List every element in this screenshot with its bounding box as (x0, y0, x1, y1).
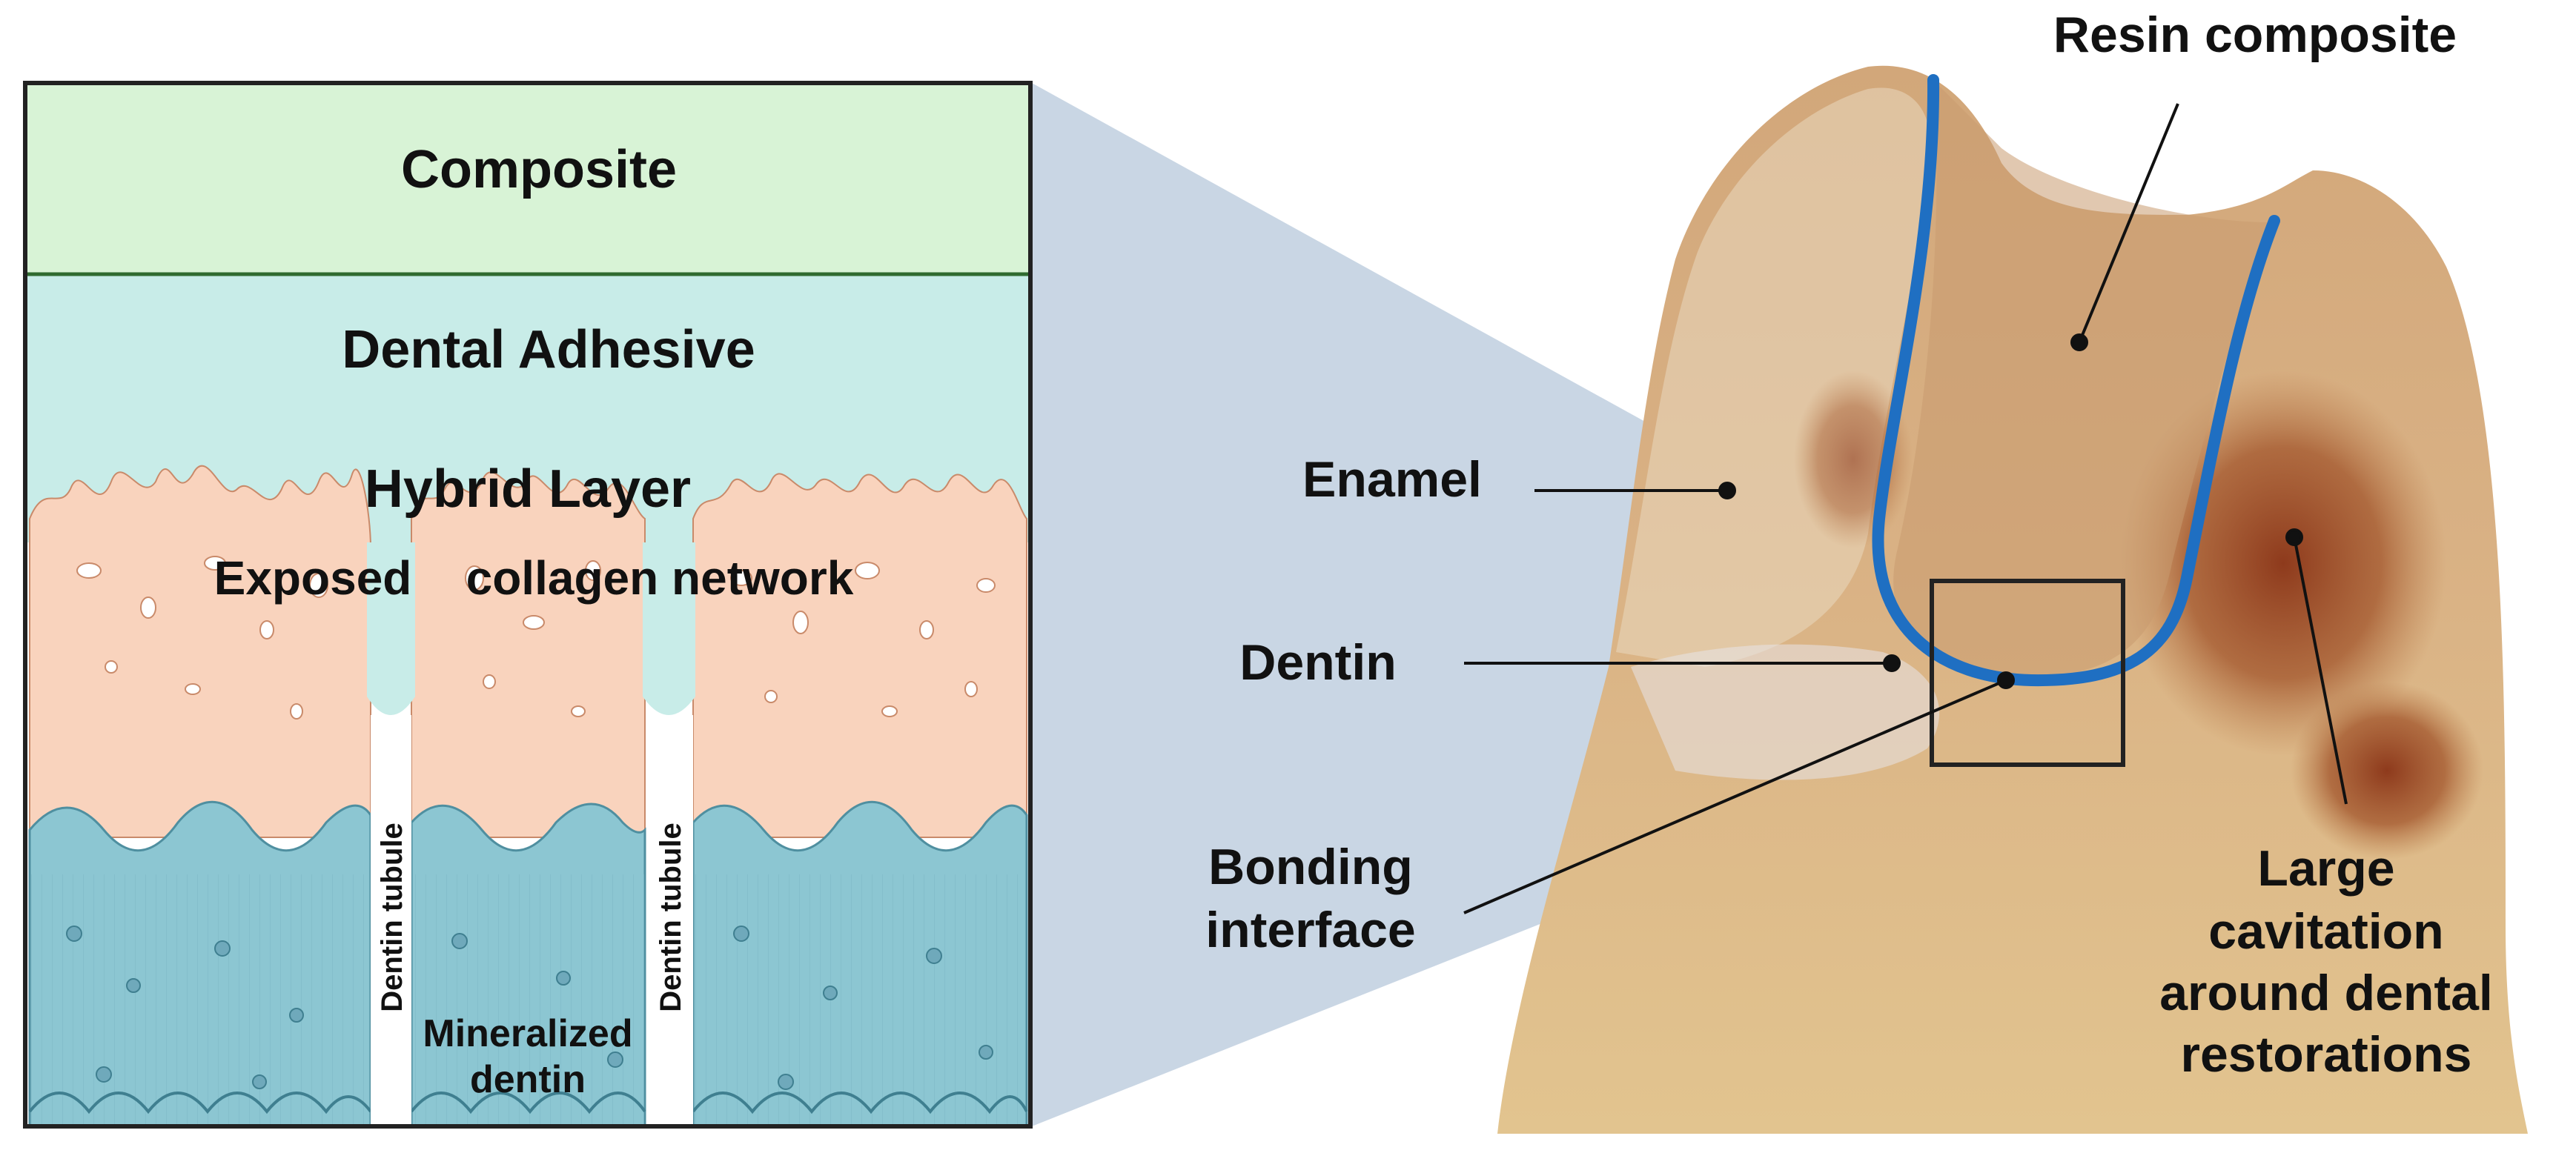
dentin-tubule-2 (646, 715, 693, 1126)
cavitation-label-3: around dental (2159, 965, 2493, 1021)
annotation-leaders (1463, 103, 2348, 914)
dentin-tubule-label-1: Dentin tubule (376, 823, 408, 1012)
tooth-photo (1497, 65, 2528, 1134)
cavitation-stain-lower (2291, 682, 2483, 860)
schematic-frame (23, 81, 1033, 1129)
dentin-label: Dentin (1239, 634, 1397, 691)
resin-composite-label: Resin composite (2053, 7, 2457, 63)
composite-label: Composite (401, 140, 677, 199)
hybrid-column-middle (411, 471, 646, 838)
cavitation-label-2: cavitation (2208, 903, 2443, 960)
mineralized-label: Mineralized (423, 1012, 632, 1055)
mineralized-dentin (28, 801, 1028, 1126)
dentin-light-region (1631, 644, 1940, 780)
mineralized-dentin-label: dentin (470, 1058, 586, 1101)
zoom-wedge (1032, 83, 1935, 1126)
dentin-tubule-label-2: Dentin tubule (655, 823, 687, 1012)
hybrid-layer-label: Hybrid Layer (365, 459, 691, 519)
dentin-tubule-1 (371, 715, 411, 1126)
cavitation-label-1: Large (2257, 840, 2394, 897)
cavitation-label-4: restorations (2181, 1026, 2472, 1083)
exposed-label: Exposed (214, 551, 412, 605)
tubule-adhesive-plug-2 (643, 542, 695, 715)
composite-layer (23, 81, 1033, 276)
tubule-adhesive-plug-1 (367, 542, 415, 715)
resin-composite-fill (1893, 82, 2268, 679)
enamel-label: Enamel (1302, 451, 1482, 508)
restoration-outline (1872, 74, 2280, 687)
bonding-label: Bonding (1208, 839, 1413, 895)
collagen-pores (76, 556, 996, 720)
cavitation-stain (2120, 371, 2446, 756)
hybrid-column-left (29, 465, 371, 838)
dental-adhesive-label: Dental Adhesive (342, 320, 755, 379)
interface-label: interface (1205, 902, 1415, 958)
collagen-network-label: collagen network (466, 551, 854, 605)
hybrid-column-right (692, 473, 1027, 838)
zoom-box (1930, 579, 2125, 767)
